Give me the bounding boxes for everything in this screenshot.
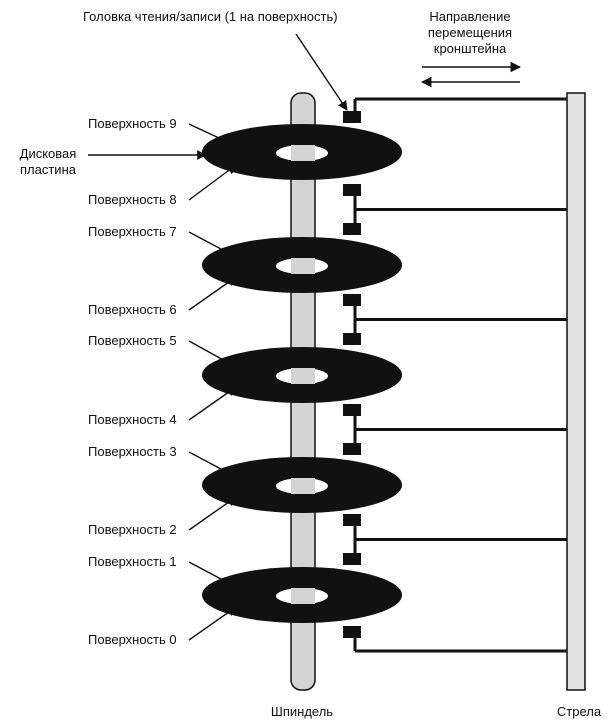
- surface-leader-line: [188, 340, 237, 368]
- surface-label: Поверхность 5: [88, 333, 177, 348]
- read-write-head: [343, 294, 361, 306]
- read-write-head: [343, 333, 361, 345]
- surface-label: Поверхность 3: [88, 444, 177, 459]
- surface-label: Поверхность 8: [88, 192, 177, 207]
- surface-leader-line: [188, 386, 237, 421]
- arm-label: Стрела: [557, 704, 602, 719]
- spindle-segment: [291, 145, 315, 161]
- surface-label: Поверхность 7: [88, 224, 177, 239]
- read-write-head: [343, 553, 361, 565]
- platter-label-line1: Дисковая: [20, 146, 77, 161]
- surface-leader-line: [188, 561, 237, 588]
- surface-label: Поверхность 6: [88, 302, 177, 317]
- spindle-segment: [291, 258, 315, 274]
- read-write-head: [343, 404, 361, 416]
- direction-label-line1: Направление: [429, 9, 510, 24]
- surface-leader-line: [188, 451, 237, 478]
- head-leader: [295, 33, 348, 111]
- surface-label: Поверхность 4: [88, 412, 177, 427]
- read-write-head: [343, 443, 361, 455]
- surface-leader-line: [188, 496, 237, 531]
- arm-rail: [566, 92, 586, 691]
- platter-label-line2: пластина: [20, 162, 77, 177]
- surface-label: Поверхность 0: [88, 632, 177, 647]
- surface-label: Поверхность 1: [88, 554, 177, 569]
- surface-leader-line: [188, 606, 237, 641]
- surface-leader-line: [188, 123, 237, 147]
- read-write-head: [343, 223, 361, 235]
- head-label: Головка чтения/записи (1 на поверхность): [83, 9, 338, 24]
- surface-label: Поверхность 9: [88, 116, 177, 131]
- read-write-head: [343, 626, 361, 638]
- direction-label-line3: кронштейна: [434, 41, 507, 56]
- spindle-label: Шпиндель: [271, 704, 333, 719]
- spindle-segment: [291, 368, 315, 384]
- spindle-segment: [291, 588, 315, 604]
- surface-leader-line: [188, 231, 237, 258]
- surface-label: Поверхность 2: [88, 522, 177, 537]
- surface-leader-line: [188, 164, 237, 201]
- read-write-head: [343, 184, 361, 196]
- direction-label-line2: перемещения: [428, 25, 512, 40]
- read-write-head: [343, 514, 361, 526]
- spindle-segment: [291, 478, 315, 494]
- read-write-head: [343, 111, 361, 123]
- surface-leader-line: [188, 276, 237, 311]
